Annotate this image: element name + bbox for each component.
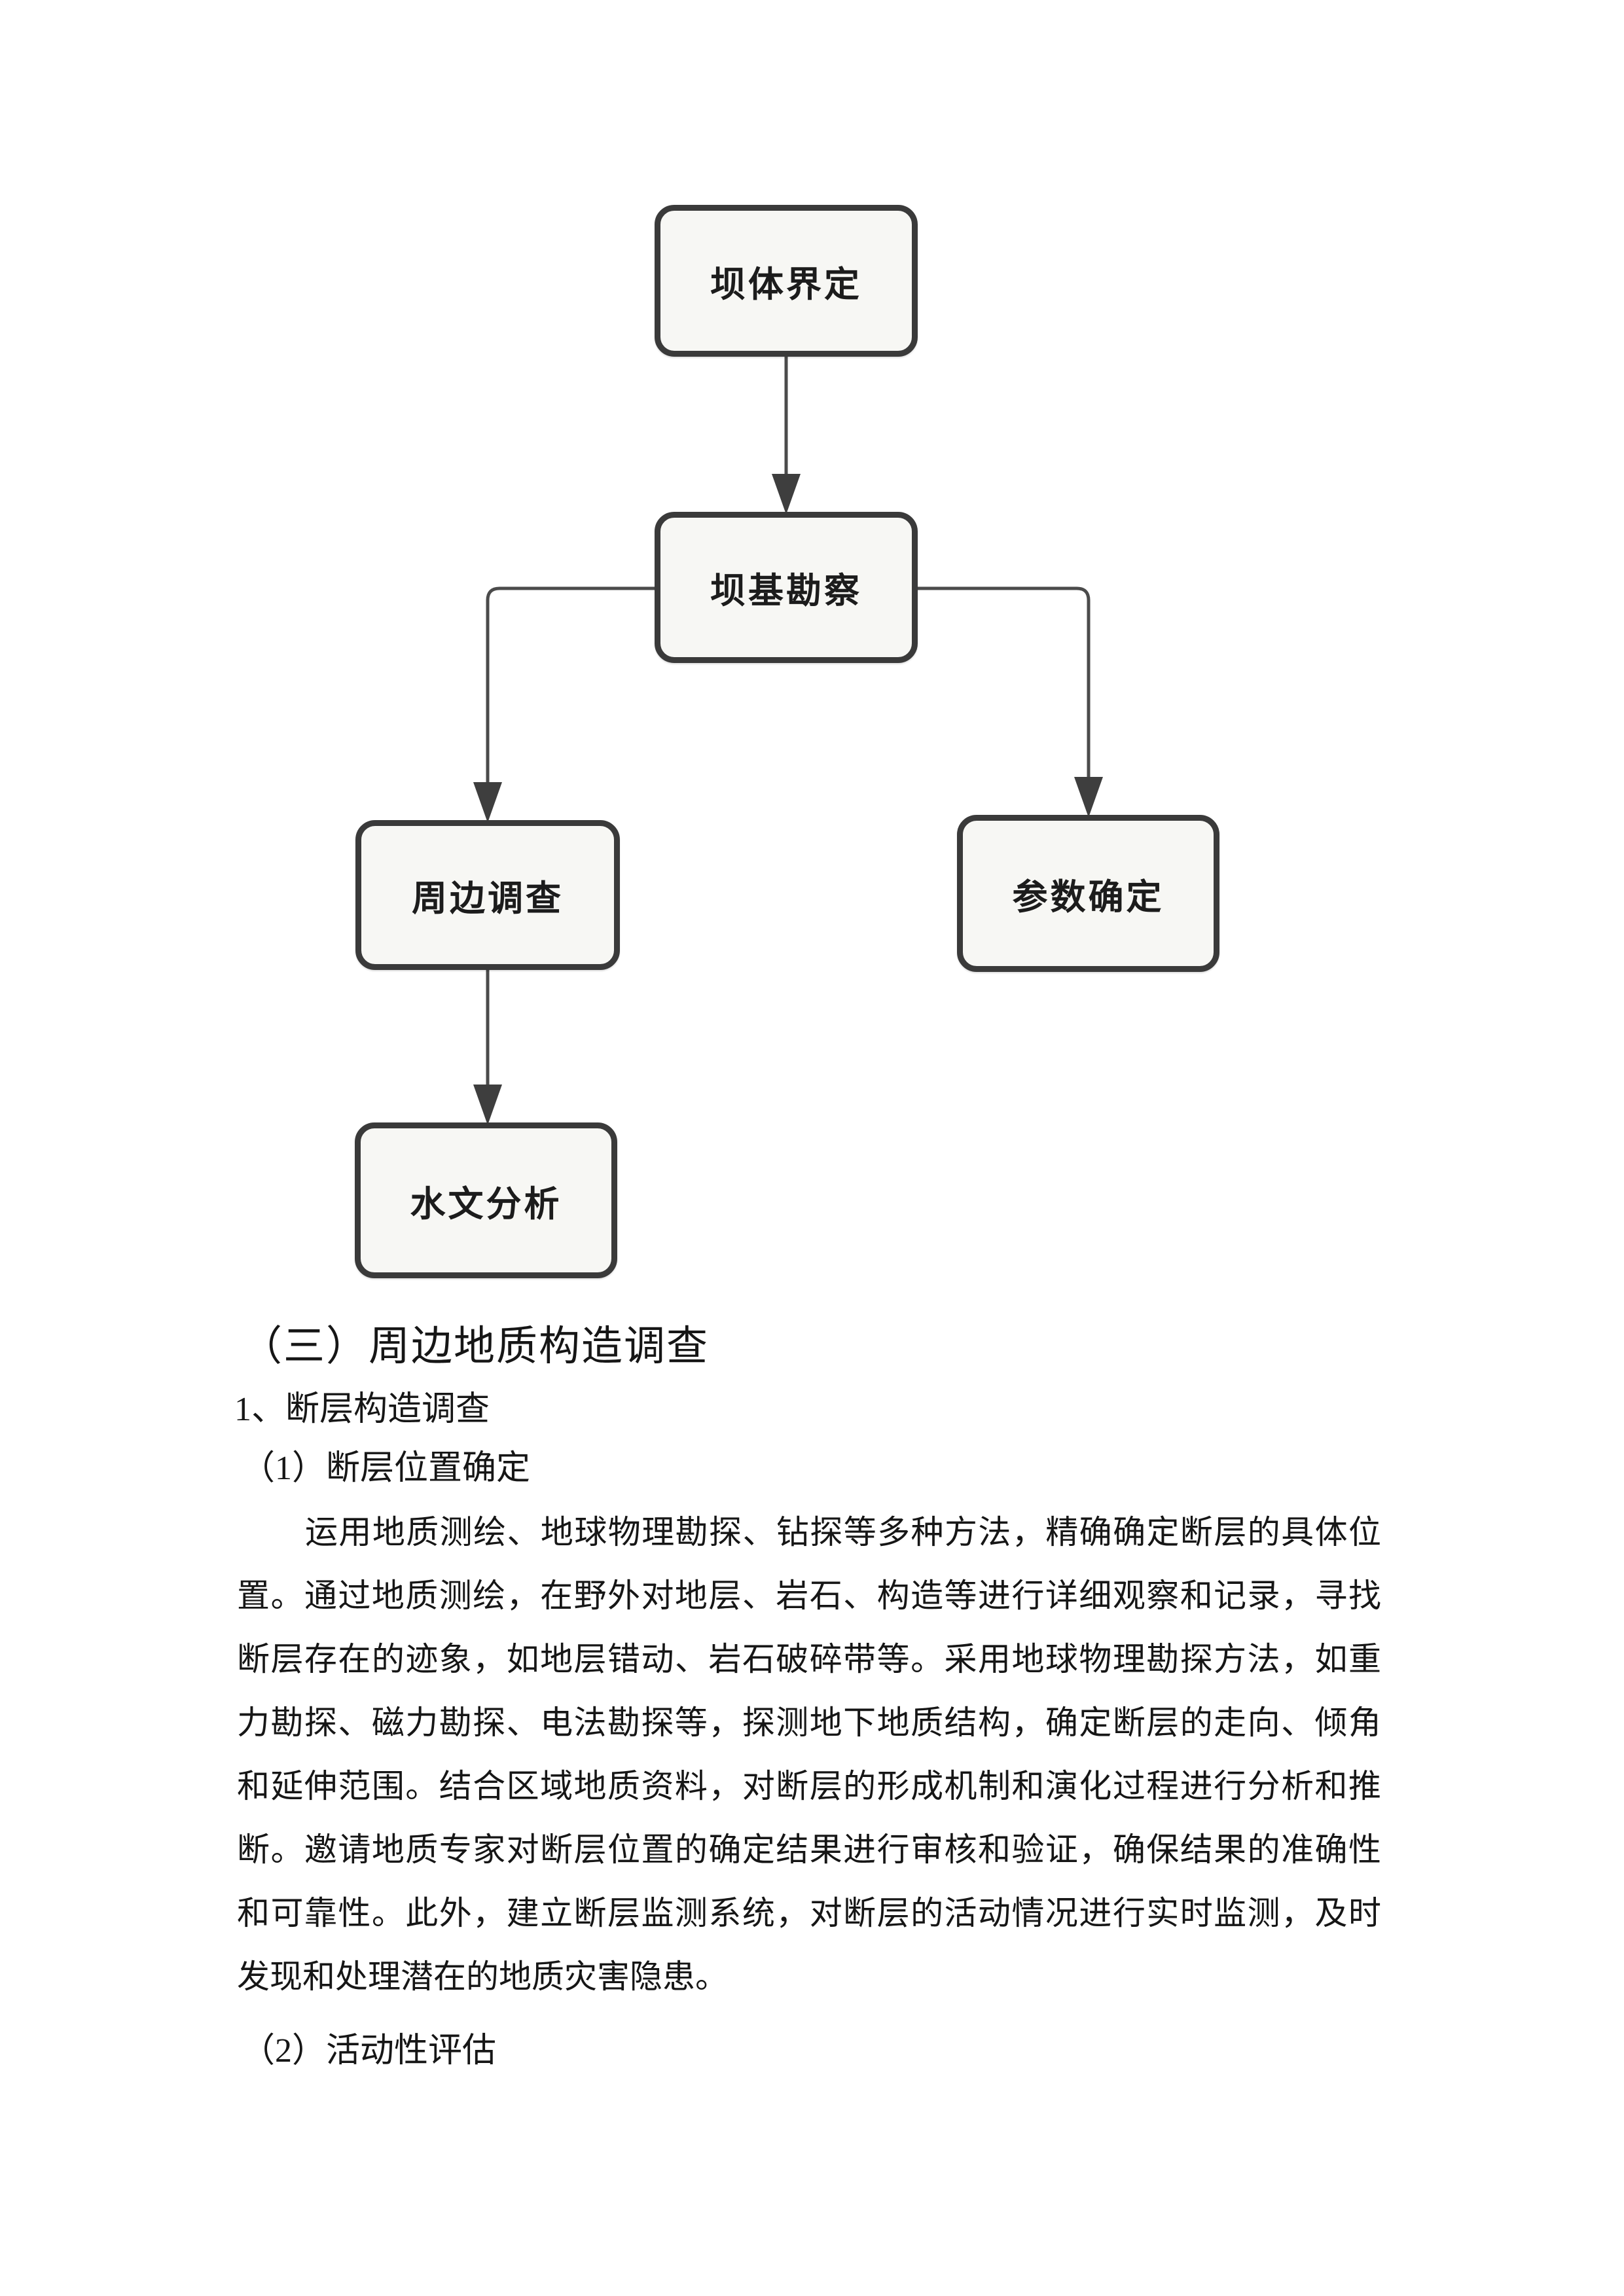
- node-label: 水文分析: [410, 1184, 562, 1224]
- body-paragraph: 运用地质测绘、地球物理勘探、钻探等多种方法，精确确定断层的具体位 置。通过地质测…: [237, 1501, 1381, 2009]
- paragraph-line: 力勘探、磁力勘探、电法勘探等，探测地下地质结构，确定断层的走向、倾角: [237, 1704, 1381, 1741]
- arrowhead-icon: [473, 782, 502, 823]
- subsection-heading-fault-structure: 1、断层构造调查: [234, 1391, 490, 1428]
- flowchart-node-dam-body-definition: 坝体界定: [655, 205, 918, 357]
- paragraph-line: 断。邀请地质专家对断层位置的确定结果进行审核和验证，确保结果的准确性: [237, 1831, 1381, 1868]
- flowchart-node-parameter-determination: 参数确定: [957, 815, 1219, 972]
- paragraph-line: 断层存在的迹象，如地层错动、岩石破碎带等。采用地球物理勘探方法，如重: [237, 1641, 1381, 1677]
- node-label: 参数确定: [1012, 877, 1164, 917]
- paragraph-line: 运用地质测绘、地球物理勘探、钻探等多种方法，精确确定断层的具体位: [305, 1514, 1381, 1551]
- paragraph-line: 发现和处理潜在的地质灾害隐患。: [237, 1958, 728, 1995]
- connector-surrounding-to-hydrology: [473, 970, 502, 1125]
- arrowhead-icon: [1074, 777, 1103, 817]
- section-heading: （三）周边地质构造调查: [241, 1323, 709, 1369]
- paragraph-line: 和延伸范围。结合区域地质资料，对断层的形成机制和演化过程进行分析和推: [237, 1768, 1381, 1804]
- paragraph-line: 置。通过地质测绘，在野外对地层、岩石、构造等进行详细观察和记录，寻找: [237, 1577, 1381, 1614]
- flowchart-node-dam-foundation-survey: 坝基勘察: [655, 512, 918, 663]
- paragraph-line: 和可靠性。此外，建立断层监测系统，对断层的活动情况进行实时监测，及时: [237, 1895, 1381, 1931]
- node-label: 周边调查: [412, 879, 564, 918]
- flowchart-node-surrounding-investigation: 周边调查: [355, 820, 620, 970]
- connector-foundation-to-parameter: [918, 586, 1103, 817]
- arrowhead-icon: [772, 474, 801, 514]
- flowchart-node-hydrological-analysis: 水文分析: [355, 1122, 617, 1278]
- subsection-heading-fault-location: （1）断层位置确定: [241, 1450, 531, 1487]
- node-label: 坝体界定: [710, 264, 862, 304]
- node-label: 坝基勘察: [710, 571, 862, 611]
- subsection-heading-activity-assessment: （2）活动性评估: [241, 2032, 497, 2070]
- connector-foundation-to-surrounding: [473, 586, 655, 823]
- connector-dam-body-to-foundation: [772, 357, 801, 514]
- arrowhead-icon: [473, 1085, 502, 1125]
